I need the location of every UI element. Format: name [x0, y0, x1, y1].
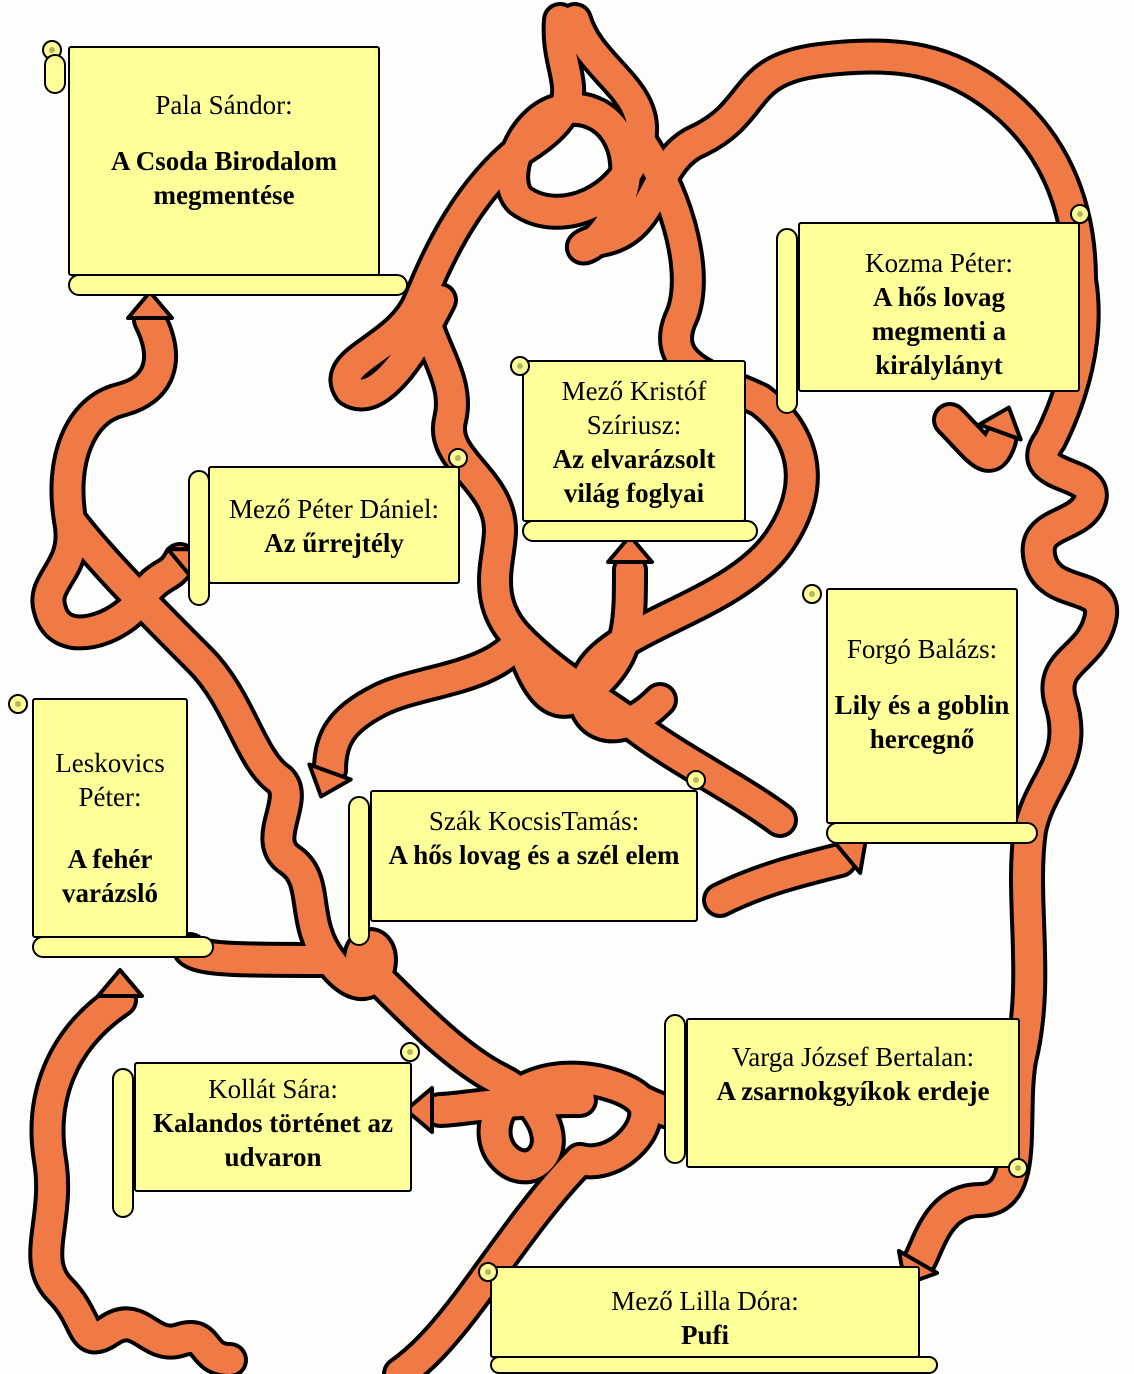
scroll-roll — [490, 1356, 938, 1374]
scroll-rod — [776, 228, 798, 414]
story-title: Kalandos történet az udvaron — [153, 1108, 393, 1172]
vine-6 — [506, 556, 644, 715]
story-title: Lily és a goblin hercegnő — [834, 690, 1010, 754]
scroll-rod — [348, 796, 370, 946]
scroll-roll — [826, 822, 1038, 844]
story-author: Szák KocsisTamás: — [428, 806, 640, 836]
scroll-curl-icon — [510, 356, 530, 376]
scroll-lilla[interactable]: Mező Lilla Dóra: Pufi — [478, 1262, 938, 1374]
scroll-kristof[interactable]: Mező Kristóf Szíriusz: Az elvarázsolt vi… — [510, 356, 758, 542]
story-author: Pala Sándor: — [155, 90, 293, 120]
vine-arrow-icon-3 — [606, 534, 654, 564]
scroll-roll — [68, 274, 408, 296]
story-author: Kollát Sára: — [208, 1074, 338, 1104]
story-author: Kozma Péter: — [865, 248, 1013, 278]
story-title: A hős lovag és a szél elem — [388, 840, 680, 870]
vine-arrow-icon-9 — [977, 405, 1023, 442]
story-title: A zsarnokgyíkok erdeje — [716, 1076, 990, 1106]
scroll-curl-icon — [686, 770, 706, 790]
scroll-kozma[interactable]: Kozma Péter: A hős lovag megmenti a kirá… — [776, 204, 1090, 414]
story-author: Mező Lilla Dóra: — [611, 1286, 799, 1316]
story-title: Az űrrejtély — [264, 528, 404, 558]
scroll-kollat[interactable]: Kollát Sára: Kalandos történet az udvaro… — [112, 1042, 420, 1218]
vine-arrow-icon-0 — [126, 290, 174, 320]
vine-3 — [406, 286, 794, 834]
story-title: Az elvarázsolt világ foglyai — [552, 444, 716, 508]
scroll-curl-icon — [478, 1262, 498, 1282]
story-title: A hős lovag megmenti a királylányt — [871, 282, 1007, 380]
scroll-roll — [32, 936, 214, 958]
story-author: Forgó Balázs: — [846, 634, 998, 664]
scroll-daniel[interactable]: Mező Péter Dániel: Az űrrejtély — [188, 448, 468, 606]
scroll-curl-icon — [1070, 204, 1090, 224]
vine-14 — [426, 1086, 594, 1124]
scroll-forgo[interactable]: Forgó Balázs: Lily és a goblin hercegnő — [802, 584, 1038, 844]
story-title: A fehér varázsló — [62, 844, 158, 908]
vine-5 — [316, 626, 534, 784]
vine-1 — [498, 6, 1094, 294]
story-title: Pufi — [680, 1320, 729, 1350]
scroll-varga[interactable]: Varga József Bertalan: A zsarnokgyíkok e… — [664, 1014, 1028, 1178]
story-author: Mező Péter Dániel: — [229, 494, 439, 524]
vine-arrow-icon-2 — [307, 762, 353, 799]
story-author: Mező Kristóf Szíriusz: — [561, 376, 707, 440]
scroll-roll — [522, 520, 758, 542]
scroll-curl-icon — [1008, 1158, 1028, 1178]
scroll-rod — [44, 54, 66, 94]
story-author: Leskovics Péter: — [55, 748, 165, 812]
scroll-pala[interactable]: Pala Sándor: A Csoda Birodalom megmentés… — [42, 40, 408, 296]
vine-11 — [32, 986, 244, 1374]
scroll-rod — [112, 1068, 134, 1218]
vine-arrow-icon-6 — [404, 1086, 434, 1134]
scroll-rod — [188, 470, 210, 606]
scroll-curl-icon — [8, 694, 28, 714]
scroll-curl-icon — [448, 448, 468, 468]
scroll-curl-icon — [802, 584, 822, 604]
vine-arrow-icon-5 — [96, 968, 144, 998]
vine-16 — [936, 406, 1014, 469]
scroll-leskovics[interactable]: Leskovics Péter: A fehér varázsló — [8, 694, 214, 958]
story-title: A Csoda Birodalom megmentése — [110, 146, 338, 210]
vine-13 — [706, 846, 854, 914]
story-author: Varga József Bertalan: — [731, 1042, 975, 1072]
vine-10 — [386, 1146, 594, 1374]
scroll-rod — [664, 1014, 686, 1164]
scroll-szak[interactable]: Szák KocsisTamás: A hős lovag és a szél … — [348, 770, 706, 946]
scroll-curl-icon — [400, 1042, 420, 1062]
